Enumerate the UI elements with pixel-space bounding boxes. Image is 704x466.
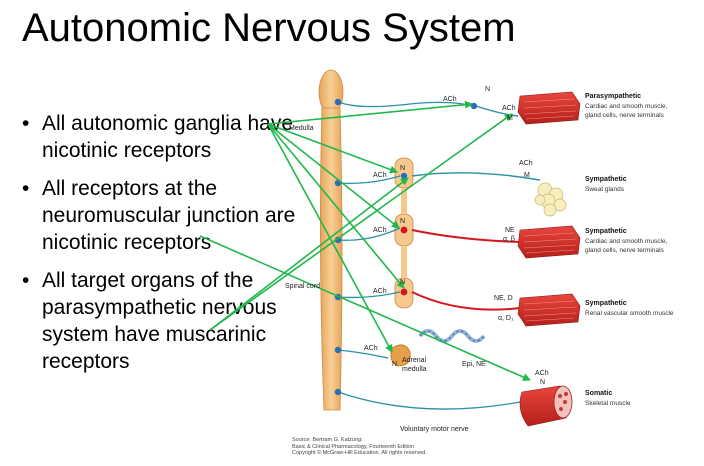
label-n: N (392, 361, 397, 368)
label-ach: ACh (364, 345, 378, 352)
bullet-item: All autonomic ganglia have nicotinic rec… (22, 110, 312, 164)
label-ach: ACh (502, 105, 516, 112)
label-n: N (540, 379, 545, 386)
sympathetic-cardiac-muscle (517, 225, 581, 259)
label-spinal-cord: Spinal cord (285, 283, 320, 290)
label-n: N (400, 279, 405, 286)
postganglionic-parasympathetic (475, 105, 519, 117)
label-n: N (400, 165, 405, 172)
renal-vascular-muscle (517, 293, 581, 327)
organ-heading: Sympathetic (585, 176, 627, 183)
skeletal-muscle (519, 385, 573, 427)
organ-description: Skeletal muscle (585, 400, 631, 407)
label-ach: ACh (519, 160, 533, 167)
label-ach: ACh (443, 96, 457, 103)
preganglionic-nerves (337, 101, 521, 410)
label-ach: ACh (373, 172, 387, 179)
label-medulla: Medulla (289, 125, 314, 132)
label-ach: ACh (373, 227, 387, 234)
source-line: Copyright © McGraw-Hill Education. All r… (292, 450, 427, 456)
organ-description: Cardiac and smooth muscle, (585, 103, 668, 110)
postganglionic-sweat (411, 172, 541, 181)
label-m: M (524, 172, 530, 179)
label-n: N (400, 218, 405, 225)
label-n: N (485, 86, 490, 93)
label-ach: ACh (535, 370, 549, 377)
organ-description: Sweat glands (585, 186, 625, 193)
organ-description: Cardiac and smooth muscle, (585, 238, 668, 245)
source-credit: Source: Bertram G. Katzung: Basic & Clin… (292, 437, 427, 457)
label-voluntary-motor-nerve: Voluntary motor nerve (400, 426, 469, 433)
slide-title: Autonomic Nervous System (22, 6, 516, 50)
source-line: Source: Bertram G. Katzung: (292, 437, 363, 443)
green-annotation-arrows (199, 100, 531, 381)
source-line: Basic & Clinical Pharmacology, Fourteent… (292, 443, 415, 450)
bullet-list: All autonomic ganglia have nicotinic rec… (22, 110, 312, 386)
parasympathetic-muscle (517, 91, 581, 125)
organ-heading: Parasympathetic (585, 93, 641, 100)
organ-description: Renal vascular smooth muscle (585, 310, 674, 317)
bullet-item: All receptors at the neuromuscular junct… (22, 175, 312, 256)
postganglionic-cardiac (411, 229, 521, 243)
label-ne-d: NE, D (494, 295, 513, 302)
sweat-gland (534, 182, 567, 217)
postganglionic-renal (411, 291, 521, 311)
organ-description: gland cells, nerve terminals (585, 112, 665, 119)
label-alpha-d1: α, D₁ (498, 315, 514, 322)
label-epi-ne: Epi, NE (462, 361, 486, 368)
bullet-item: All target organs of the parasympathetic… (22, 267, 312, 375)
organ-heading: Sympathetic (585, 300, 627, 307)
organ-description: gland cells, nerve terminals (585, 247, 665, 254)
label-medulla-adrenal: medulla (402, 366, 427, 373)
organ-heading: Somatic (585, 390, 612, 397)
label-adrenal: Adrenal (402, 357, 427, 364)
label-alpha-beta: α, β (503, 236, 515, 243)
adrenal-medulla (390, 329, 486, 367)
label-m: M (507, 115, 513, 122)
label-ach: ACh (373, 288, 387, 295)
organ-heading: Sympathetic (585, 228, 627, 235)
label-ne: NE (505, 227, 515, 234)
